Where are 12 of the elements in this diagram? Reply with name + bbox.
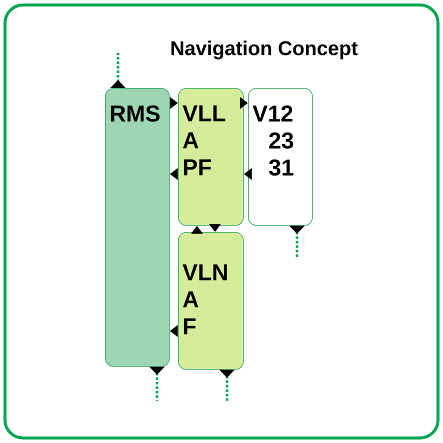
menu-box: RMS bbox=[105, 88, 170, 367]
menu-box: VLN A F bbox=[178, 232, 244, 370]
arrow bbox=[170, 325, 178, 337]
arrow bbox=[191, 226, 203, 234]
arrow bbox=[244, 168, 252, 180]
arrow bbox=[240, 97, 248, 109]
arrow bbox=[170, 168, 178, 180]
menu-box: VLL A PF bbox=[178, 88, 244, 226]
arrow bbox=[209, 224, 221, 232]
title: Navigation Concept bbox=[171, 40, 358, 60]
arrow bbox=[170, 97, 178, 109]
menu-box: V12 23 31 bbox=[248, 88, 313, 226]
